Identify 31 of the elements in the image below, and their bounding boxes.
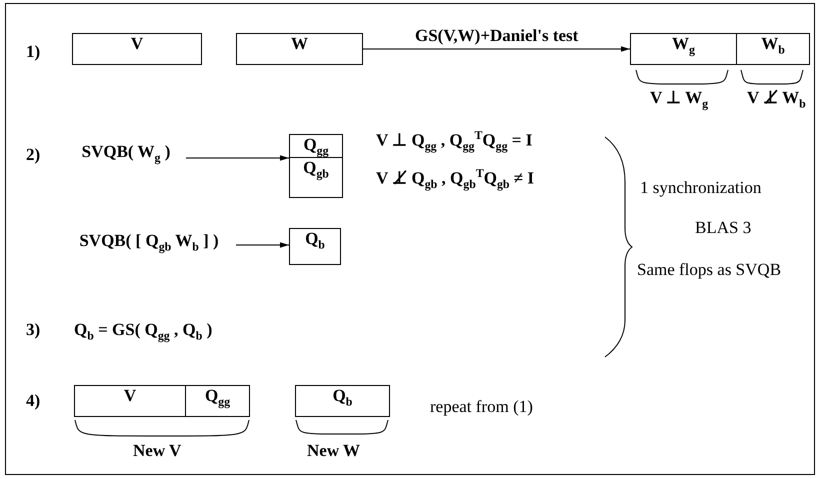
matrix-block: W$_{g}$ [630,33,737,65]
step-number: 3) [26,320,40,340]
note-text: 1 synchronization [640,178,762,198]
arrow [186,155,290,161]
relation-text: V ⊥̸ W$_{b}$ [747,87,806,112]
formula-text: SVQB( W$_{g}$ ) [66,142,186,170]
step-number: 4) [26,391,40,411]
caption-text: New W [307,441,360,461]
relation-text: V ⊥ W$_{g}$ [650,87,708,112]
matrix-block: Q$_{b}$ [289,228,341,265]
matrix-block: W [236,33,363,65]
matrix-block: W$_{b}$ [736,33,810,65]
matrix-block: Q$_{b}$ [295,385,390,417]
edge-label: GS(V,W)+Daniel's test [415,26,578,46]
matrix-block: Q$_{gb}$ [289,157,343,198]
arrow [362,46,630,52]
matrix-block: Q$_{gg}$ [185,385,250,417]
formula-text: Q$_{b}$ = GS( Q$_{gg}$ , Q$_{b}$ ) [74,320,212,344]
note-text: Same flops as SVQB [637,260,782,280]
step-number: 1) [26,42,40,62]
relation-text: V ⊥̸ Q$_{gb}$ , Q$_{gb}$$^{T}$Q$_{gb}$ ≠ I [376,166,534,192]
note-text: repeat from (1) [430,397,533,417]
formula-text: SVQB( [ Q$_{gb}$ W$_{b}$ ] ) [62,231,236,259]
caption-text: New V [133,441,182,461]
relation-text: V ⊥ Q$_{gg}$ , Q$_{gg}$$^{T}$Q$_{gg}$ = I [376,128,532,154]
matrix-block: V [74,385,186,417]
step-number: 2) [26,145,40,165]
note-text: BLAS 3 [695,218,752,238]
arrow [236,242,290,248]
matrix-block: V [72,33,202,65]
matrix-block: Q$_{gg}$ [289,134,343,158]
